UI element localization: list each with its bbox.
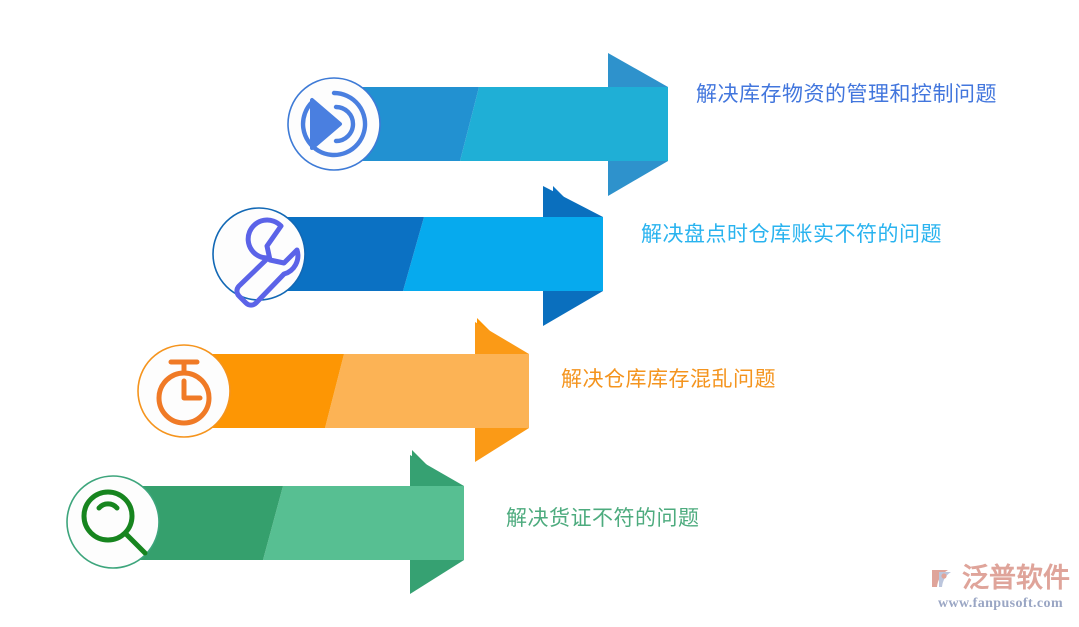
arrow-body-light-4 — [263, 486, 464, 560]
watermark-url[interactable]: www.fanpusoft.com — [937, 596, 1064, 611]
process-step-label-2: 解决盘点时仓库账实不符的问题 — [641, 223, 942, 246]
arrow-wing-bottom-1 — [608, 161, 668, 196]
arrow-shadow-triangle-2 — [477, 318, 507, 348]
icon-badge-1 — [287, 77, 381, 171]
play-circle-icon — [300, 90, 368, 158]
arrow-wing-top-3 — [475, 322, 529, 354]
arrow-shadow-triangle-3 — [412, 450, 444, 482]
process-step-label-4: 解决货证不符的问题 — [506, 507, 700, 530]
arrow-body-dark-1 — [318, 87, 479, 161]
icon-badge-3 — [137, 344, 231, 438]
process-step-label-1: 解决库存物资的管理和控制问题 — [696, 83, 997, 106]
arrow-wing-bottom-3 — [475, 428, 529, 462]
arrow-body-light-1 — [460, 87, 668, 161]
arrow-body-light-2 — [403, 217, 603, 291]
arrow-wing-top-1 — [608, 53, 668, 87]
icon-badge-2 — [212, 207, 306, 301]
arrow-wing-bottom-2 — [543, 291, 603, 326]
stopwatch-icon — [156, 359, 212, 426]
arrow-wing-top-2 — [543, 186, 603, 217]
icon-badge-4 — [66, 475, 160, 569]
arrow-body-light-3 — [325, 354, 529, 428]
arrow-wing-top-4 — [410, 455, 464, 486]
magnifier-icon — [81, 489, 148, 556]
arrow-body-dark-3 — [168, 354, 344, 428]
watermark[interactable]: 泛普软件 www.fanpusoft.com — [928, 563, 1073, 619]
watermark-brand: 泛普软件 — [962, 562, 1070, 593]
process-step-label-3: 解决仓库库存混乱问题 — [561, 368, 776, 391]
arrow-wing-bottom-4 — [410, 560, 464, 594]
wrench-icon — [234, 217, 301, 308]
arrow-body-dark-4 — [106, 486, 283, 560]
arrow-shadow-triangle-1 — [553, 186, 583, 216]
arrow-body-dark-2 — [243, 217, 424, 291]
fanpu-logo-icon — [932, 570, 951, 587]
